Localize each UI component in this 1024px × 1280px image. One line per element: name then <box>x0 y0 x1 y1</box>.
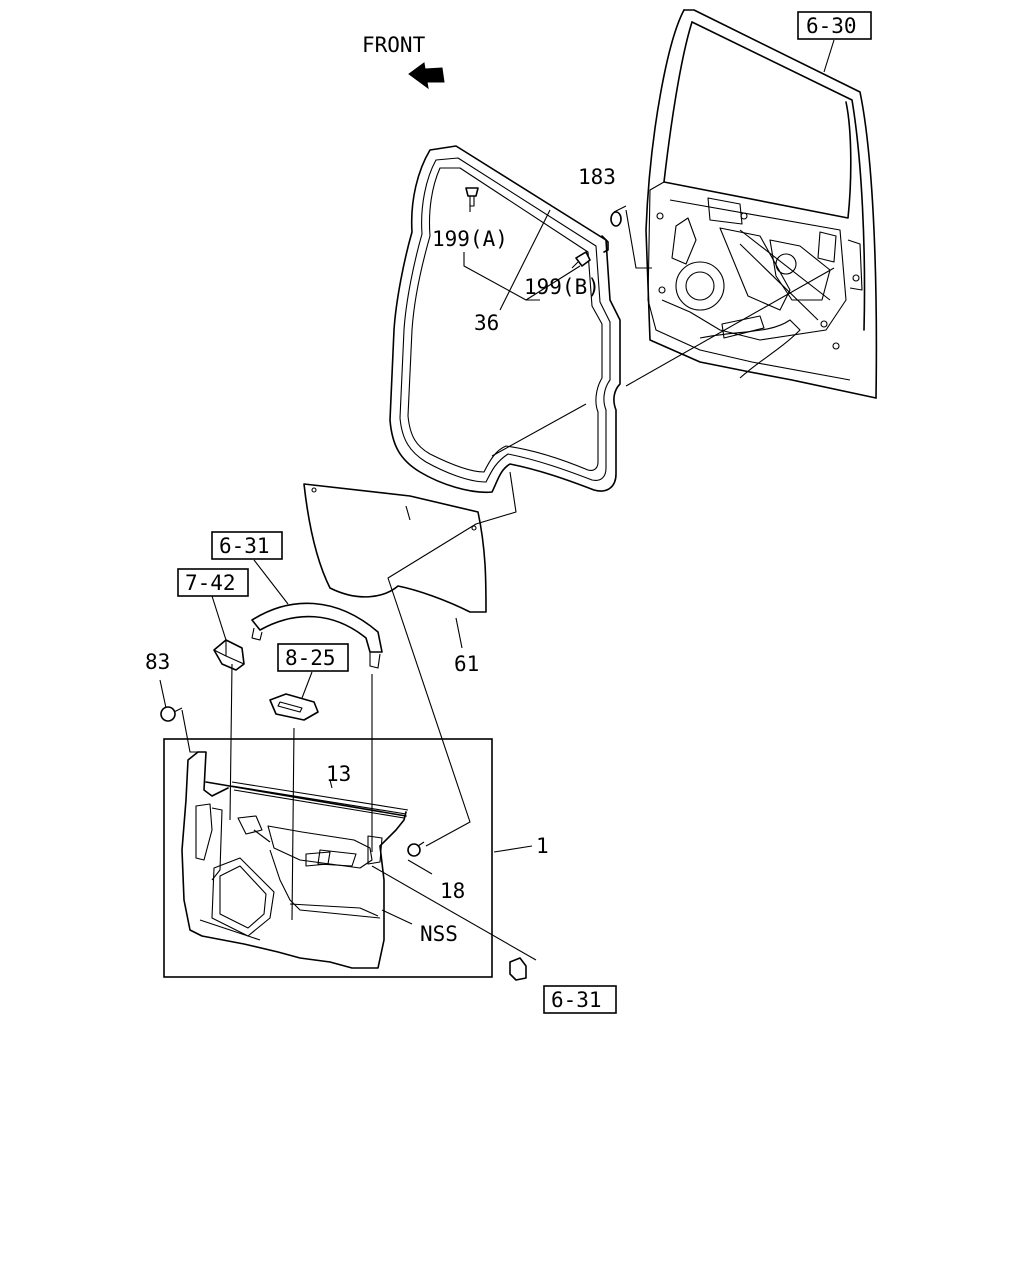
ref-6-31-upper: 6-31 <box>211 531 283 560</box>
screw-83 <box>160 706 183 722</box>
sealing-sheet <box>303 483 487 613</box>
ref-8-25-label: 8-25 <box>285 646 336 670</box>
callout-1: 1 <box>536 834 549 858</box>
trim-assembly-frame <box>163 738 493 978</box>
callout-18: 18 <box>440 879 465 903</box>
plug-183 <box>610 211 622 227</box>
callout-199b: 199(B) <box>524 275 600 299</box>
ref-6-31-upper-label: 6-31 <box>219 534 270 558</box>
callout-83: 83 <box>145 650 170 674</box>
ref-6-30-label: 6-30 <box>806 14 857 38</box>
ref-8-25: 8-25 <box>277 643 349 672</box>
front-arrow-icon <box>408 62 445 90</box>
callout-nss: NSS <box>420 922 458 946</box>
cap-lower <box>509 957 527 981</box>
ref-6-31-lower-label: 6-31 <box>551 988 602 1012</box>
front-indicator: FRONT <box>362 33 445 90</box>
pull-handle <box>251 602 383 669</box>
callout-36: 36 <box>474 311 499 335</box>
ref-7-42-label: 7-42 <box>185 571 236 595</box>
window-switch <box>269 693 319 721</box>
clip-199b <box>571 251 591 269</box>
switch-bezel <box>213 639 245 671</box>
leader-lines <box>159 39 835 961</box>
screw-18 <box>407 841 425 857</box>
callout-61: 61 <box>454 652 479 676</box>
callout-13: 13 <box>326 762 351 786</box>
ref-6-31-lower: 6-31 <box>543 985 617 1014</box>
clip-199a <box>465 187 479 207</box>
front-label: FRONT <box>362 33 426 57</box>
callout-183: 183 <box>578 165 616 189</box>
ref-7-42: 7-42 <box>177 568 249 597</box>
ref-6-30: 6-30 <box>797 11 872 40</box>
callout-199a: 199(A) <box>432 227 508 251</box>
weatherstrip <box>389 145 621 494</box>
door-trim-panel <box>181 751 409 969</box>
door-shell <box>645 9 878 399</box>
